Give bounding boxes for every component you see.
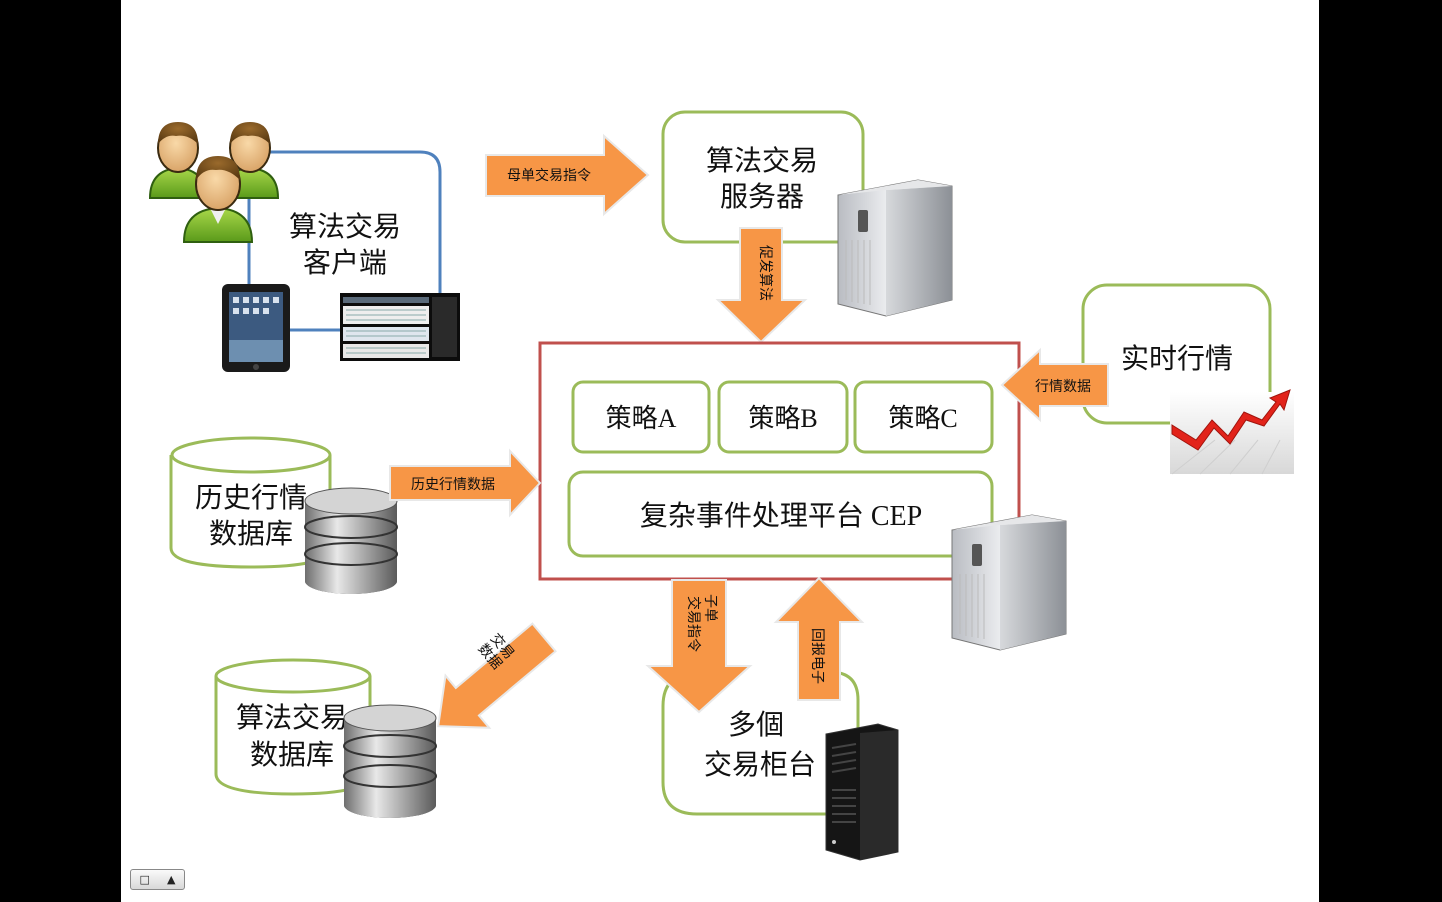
child-order-label-1: 子单 — [702, 594, 718, 622]
counters-label-1: 多個 — [728, 709, 784, 741]
cep-container — [538, 341, 1021, 581]
history-db-top — [170, 436, 332, 474]
history-db-label-2: 数据库 — [209, 518, 293, 550]
algo-db-top — [214, 658, 372, 694]
child-order-label-2: 交易指令 — [685, 596, 702, 652]
callback-label: 回报电子 — [809, 628, 825, 684]
cep-server-icon — [951, 514, 1067, 651]
client-label-1: 算法交易 — [289, 211, 401, 243]
callback-arrow: 回报电子 — [773, 576, 865, 701]
users-icon — [148, 122, 280, 243]
parent-order-label: 母单交易指令 — [507, 167, 591, 184]
parent-order-arrow: 母单交易指令 — [485, 133, 650, 217]
slide-nav-control[interactable]: □ ▲ — [130, 869, 185, 890]
history-data-label: 历史行情数据 — [411, 477, 495, 493]
strategy-b-label: 策略B — [748, 404, 817, 433]
strategy-c-box — [853, 380, 994, 454]
trigger-algo-label: 促发算法 — [757, 245, 773, 301]
slide-icon[interactable]: □ — [139, 873, 150, 886]
counter-server-icon — [825, 723, 899, 861]
trading-terminal-icon — [340, 293, 460, 361]
up-arrow-icon[interactable]: ▲ — [167, 873, 176, 886]
algo-server-label-1: 算法交易 — [706, 145, 818, 177]
history-data-arrow: 历史行情数据 — [389, 448, 542, 518]
counters-label-2: 交易柜台 — [704, 749, 816, 781]
strategy-b-box — [717, 380, 849, 454]
client-connector — [247, 150, 442, 332]
cep-platform-label: 复杂事件处理平台 CEP — [640, 500, 922, 532]
trade-data-arrow: 交易 数据 — [437, 622, 557, 729]
market-data-arrow: 行情数据 — [1000, 347, 1109, 423]
child-order-arrow: 子单 交易指令 — [645, 579, 753, 714]
trigger-algo-arrow: 促发算法 — [715, 227, 808, 344]
strategy-a-box — [571, 380, 711, 454]
cep-platform-box — [567, 470, 994, 558]
strategy-c-label: 策略C — [888, 404, 957, 433]
algo-database-icon — [343, 704, 437, 818]
history-db-label-1: 历史行情 — [195, 482, 307, 514]
algo-db-label-1: 算法交易 — [236, 702, 348, 734]
tablet-icon — [222, 284, 290, 372]
market-data-label: 行情数据 — [1035, 379, 1091, 395]
trend-chart-icon — [1170, 389, 1294, 475]
algo-server-box — [661, 110, 865, 244]
algo-server-icon — [837, 179, 953, 317]
algo-server-label-2: 服务器 — [720, 181, 804, 213]
strategy-a-label: 策略A — [606, 404, 677, 433]
history-database-icon — [304, 487, 398, 594]
client-label-2: 客户端 — [303, 247, 387, 279]
algo-db-label-2: 数据库 — [250, 739, 334, 771]
realtime-label: 实时行情 — [1121, 343, 1233, 375]
